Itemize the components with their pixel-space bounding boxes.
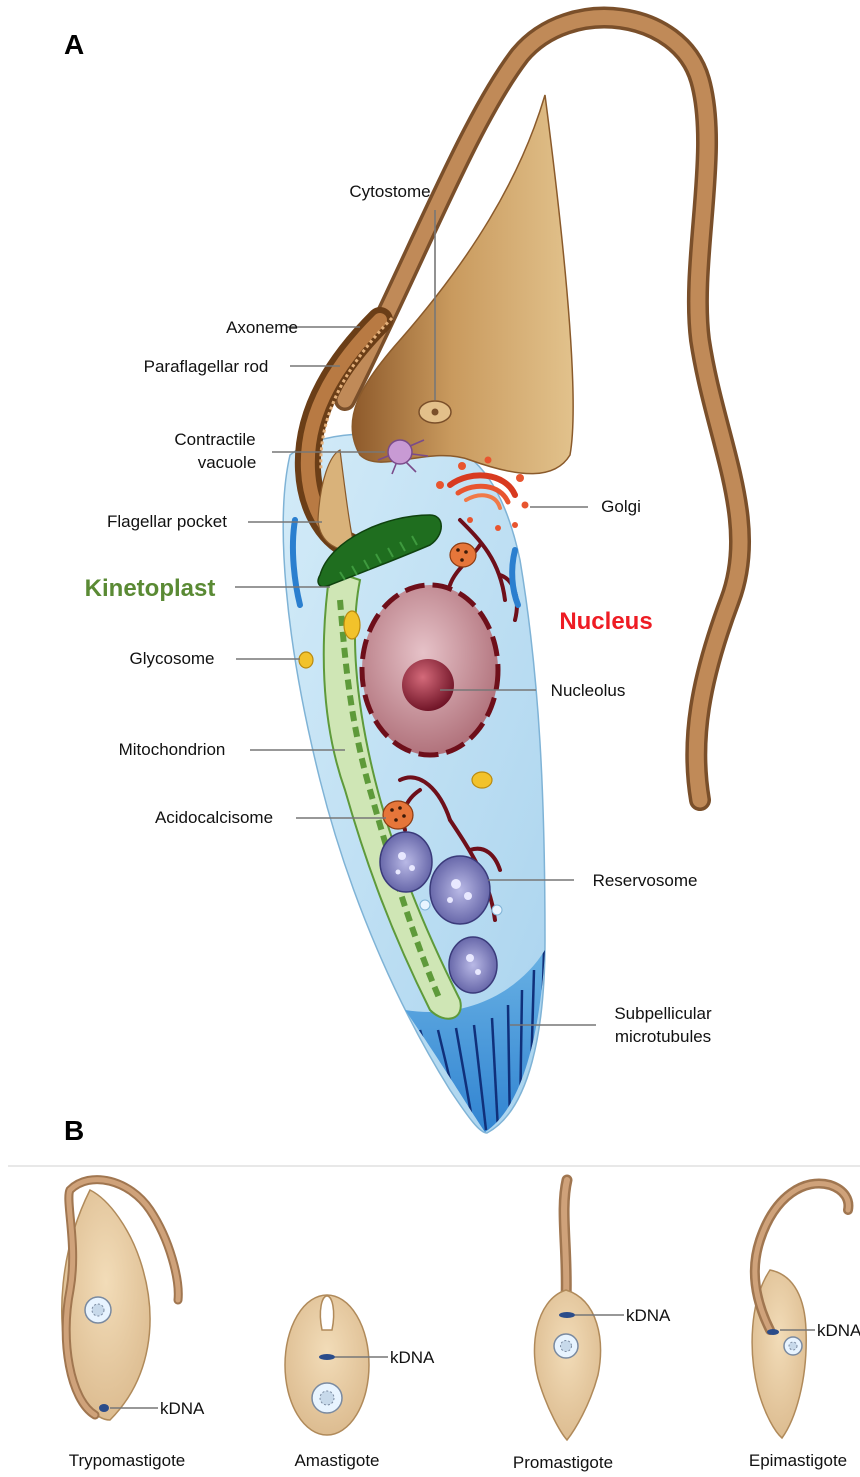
label-epimastigote: Epimastigote xyxy=(749,1451,847,1470)
label-subpellicular-line2: microtubules xyxy=(615,1027,711,1046)
glycosome-shape-2 xyxy=(299,652,313,668)
trypomastigote-figure xyxy=(62,1180,178,1420)
nucleolus-shape xyxy=(402,659,454,711)
label-amastigote: Amastigote xyxy=(294,1451,379,1470)
label-acidocalcisome: Acidocalcisome xyxy=(155,808,273,827)
label-contractile-vacuole-line2: vacuole xyxy=(198,453,257,472)
label-reservosome: Reservosome xyxy=(593,871,698,890)
panel-b-letter: B xyxy=(64,1115,84,1146)
label-nucleus: Nucleus xyxy=(559,608,652,635)
acidocalcisome-shape-2 xyxy=(383,801,413,829)
kdna-label-amastigote: kDNA xyxy=(390,1348,435,1367)
epimastigote-figure xyxy=(752,1183,848,1438)
label-flagellar-pocket: Flagellar pocket xyxy=(107,512,227,531)
label-promastigote: Promastigote xyxy=(513,1453,613,1472)
glycosome-shape-1 xyxy=(344,611,360,639)
label-contractile-vacuole-line1: Contractile xyxy=(174,430,255,449)
label-axoneme: Axoneme xyxy=(226,318,298,337)
panel-a-letter: A xyxy=(64,29,84,60)
amastigote-figure xyxy=(285,1295,369,1435)
label-mitochondrion: Mitochondrion xyxy=(119,740,226,759)
label-cytostome: Cytostome xyxy=(349,182,430,201)
cytostome-center xyxy=(432,409,439,416)
promastigote-figure xyxy=(534,1180,600,1440)
glycosome-shape-3 xyxy=(472,772,492,788)
kdna-label-epimastigote: kDNA xyxy=(817,1321,860,1340)
kdna-label-trypomastigote: kDNA xyxy=(160,1399,205,1418)
label-paraflagellar-rod: Paraflagellar rod xyxy=(144,357,269,376)
label-trypomastigote: Trypomastigote xyxy=(69,1451,186,1470)
label-subpellicular-line1: Subpellicular xyxy=(614,1004,712,1023)
label-glycosome: Glycosome xyxy=(129,649,214,668)
label-kinetoplast: Kinetoplast xyxy=(85,575,216,602)
acidocalcisome-shape-1 xyxy=(450,543,476,567)
label-nucleolus: Nucleolus xyxy=(551,681,626,700)
kdna-label-promastigote: kDNA xyxy=(626,1306,671,1325)
label-golgi: Golgi xyxy=(601,497,641,516)
